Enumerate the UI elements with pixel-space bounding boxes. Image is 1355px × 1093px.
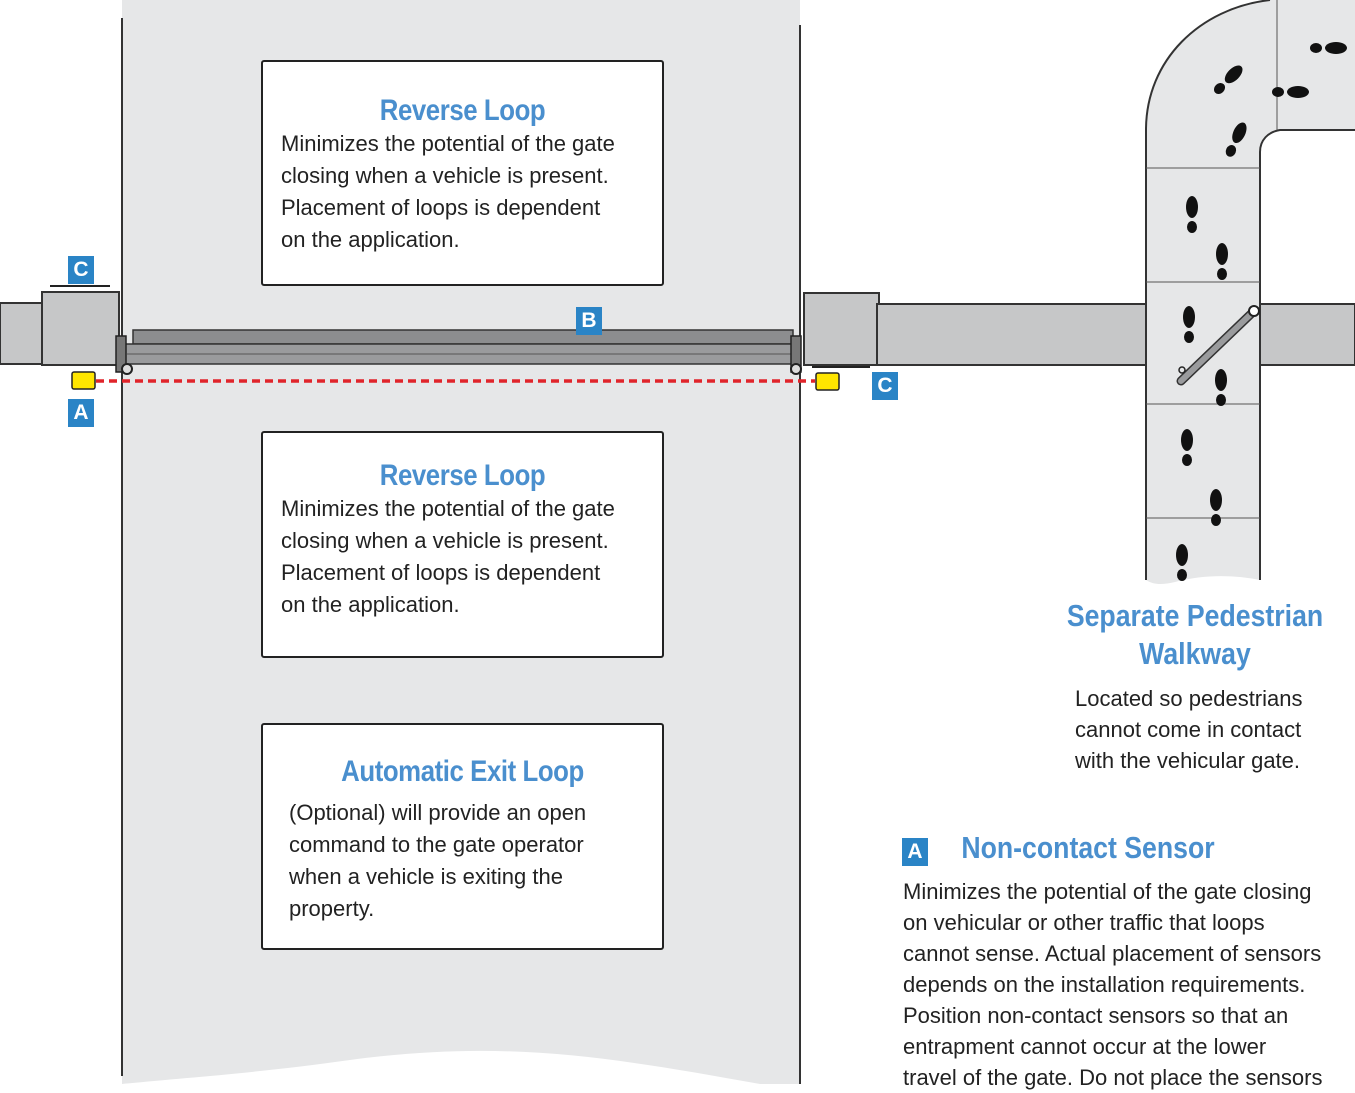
walkway-title-line-1: Separate Pedestrian (1066, 598, 1324, 633)
gate-post-left (41, 291, 120, 366)
exit-loop-title: Automatic Exit Loop (341, 755, 584, 788)
sensor-line-5: Position non-contact sensors so that an (903, 1003, 1289, 1028)
reverse-loop-top-box: Reverse Loop Minimizes the potential of … (261, 60, 664, 286)
walkway-line-3: with the vehicular gate. (1075, 748, 1301, 773)
reverse-loop-top-line-1: Minimizes the potential of the gate (281, 131, 615, 156)
tag-b-gate: B (576, 307, 602, 335)
tag-a-sensor-heading: A (902, 838, 928, 866)
exit-loop-box: Automatic Exit Loop (Optional) will prov… (261, 723, 664, 950)
sensor-left (71, 371, 96, 390)
gate-bar-top (132, 329, 794, 345)
exit-loop-line-3: when a vehicle is exiting the (289, 864, 563, 889)
reverse-loop-bottom-title: Reverse Loop (379, 459, 546, 492)
footprint-icons (1176, 42, 1347, 581)
walkway-path (1146, 0, 1355, 585)
reverse-loop-bottom-line-2: closing when a vehicle is present. (281, 528, 609, 553)
walkway-text: Located so pedestrians cannot come in co… (1075, 683, 1303, 776)
walkway-inner-edge (1259, 129, 1355, 580)
reverse-loop-bottom-text: Minimizes the potential of the gate clos… (281, 493, 662, 621)
reverse-loop-top-line-3: Placement of loops is dependent (281, 195, 601, 220)
tag-a-left: A (68, 399, 94, 427)
gate-end-left (115, 335, 127, 373)
reverse-loop-bottom-line-4: on the application. (281, 592, 460, 617)
sensor-text: Minimizes the potential of the gate clos… (903, 876, 1322, 1093)
gate-wheel-left (121, 363, 133, 375)
sensor-line-3: cannot sense. Actual placement of sensor… (903, 941, 1322, 966)
sensor-line-4: depends on the installation requirements… (903, 972, 1306, 997)
walkway-joints (1146, 0, 1278, 519)
gate-post-right (803, 292, 880, 366)
exit-loop-text: (Optional) will provide an open command … (289, 797, 662, 925)
sensor-line-6: entrapment cannot occur at the lower (903, 1034, 1267, 1059)
walkway-outer-edge (1145, 0, 1271, 580)
exit-loop-line-1: (Optional) will provide an open (289, 800, 587, 825)
reverse-loop-top-line-2: closing when a vehicle is present. (281, 163, 609, 188)
reverse-loop-top-text: Minimizes the potential of the gate clos… (281, 128, 662, 256)
fence-far-right (1259, 303, 1355, 366)
exit-loop-line-2: command to the gate operator (289, 832, 584, 857)
sensor-right (815, 372, 840, 391)
walkway-line-2: cannot come in contact (1075, 717, 1302, 742)
reverse-loop-bottom-line-3: Placement of loops is dependent (281, 560, 601, 585)
exit-loop-line-4: property. (289, 896, 375, 921)
pedestrian-gate (1176, 305, 1260, 386)
reverse-loop-top-line-4: on the application. (281, 227, 460, 252)
sensor-line-2: on vehicular or other traffic that loops (903, 910, 1265, 935)
walkway-title-line-2: Walkway (1139, 636, 1251, 671)
tag-c-right: C (872, 372, 898, 400)
tag-c-left: C (68, 256, 94, 284)
sensor-line-1: Minimizes the potential of the gate clos… (903, 879, 1312, 904)
fence-right (876, 303, 1148, 366)
sensor-line-7: travel of the gate. Do not place the sen… (903, 1065, 1323, 1090)
walkway-line-1: Located so pedestrians (1075, 686, 1303, 711)
fence-left (0, 302, 45, 365)
reverse-loop-bottom-box: Reverse Loop Minimizes the potential of … (261, 431, 664, 658)
reverse-loop-top-title: Reverse Loop (379, 94, 546, 127)
reverse-loop-bottom-line-1: Minimizes the potential of the gate (281, 496, 615, 521)
gate-wheel-right (790, 363, 802, 375)
sensor-title: Non-contact Sensor (961, 830, 1215, 865)
